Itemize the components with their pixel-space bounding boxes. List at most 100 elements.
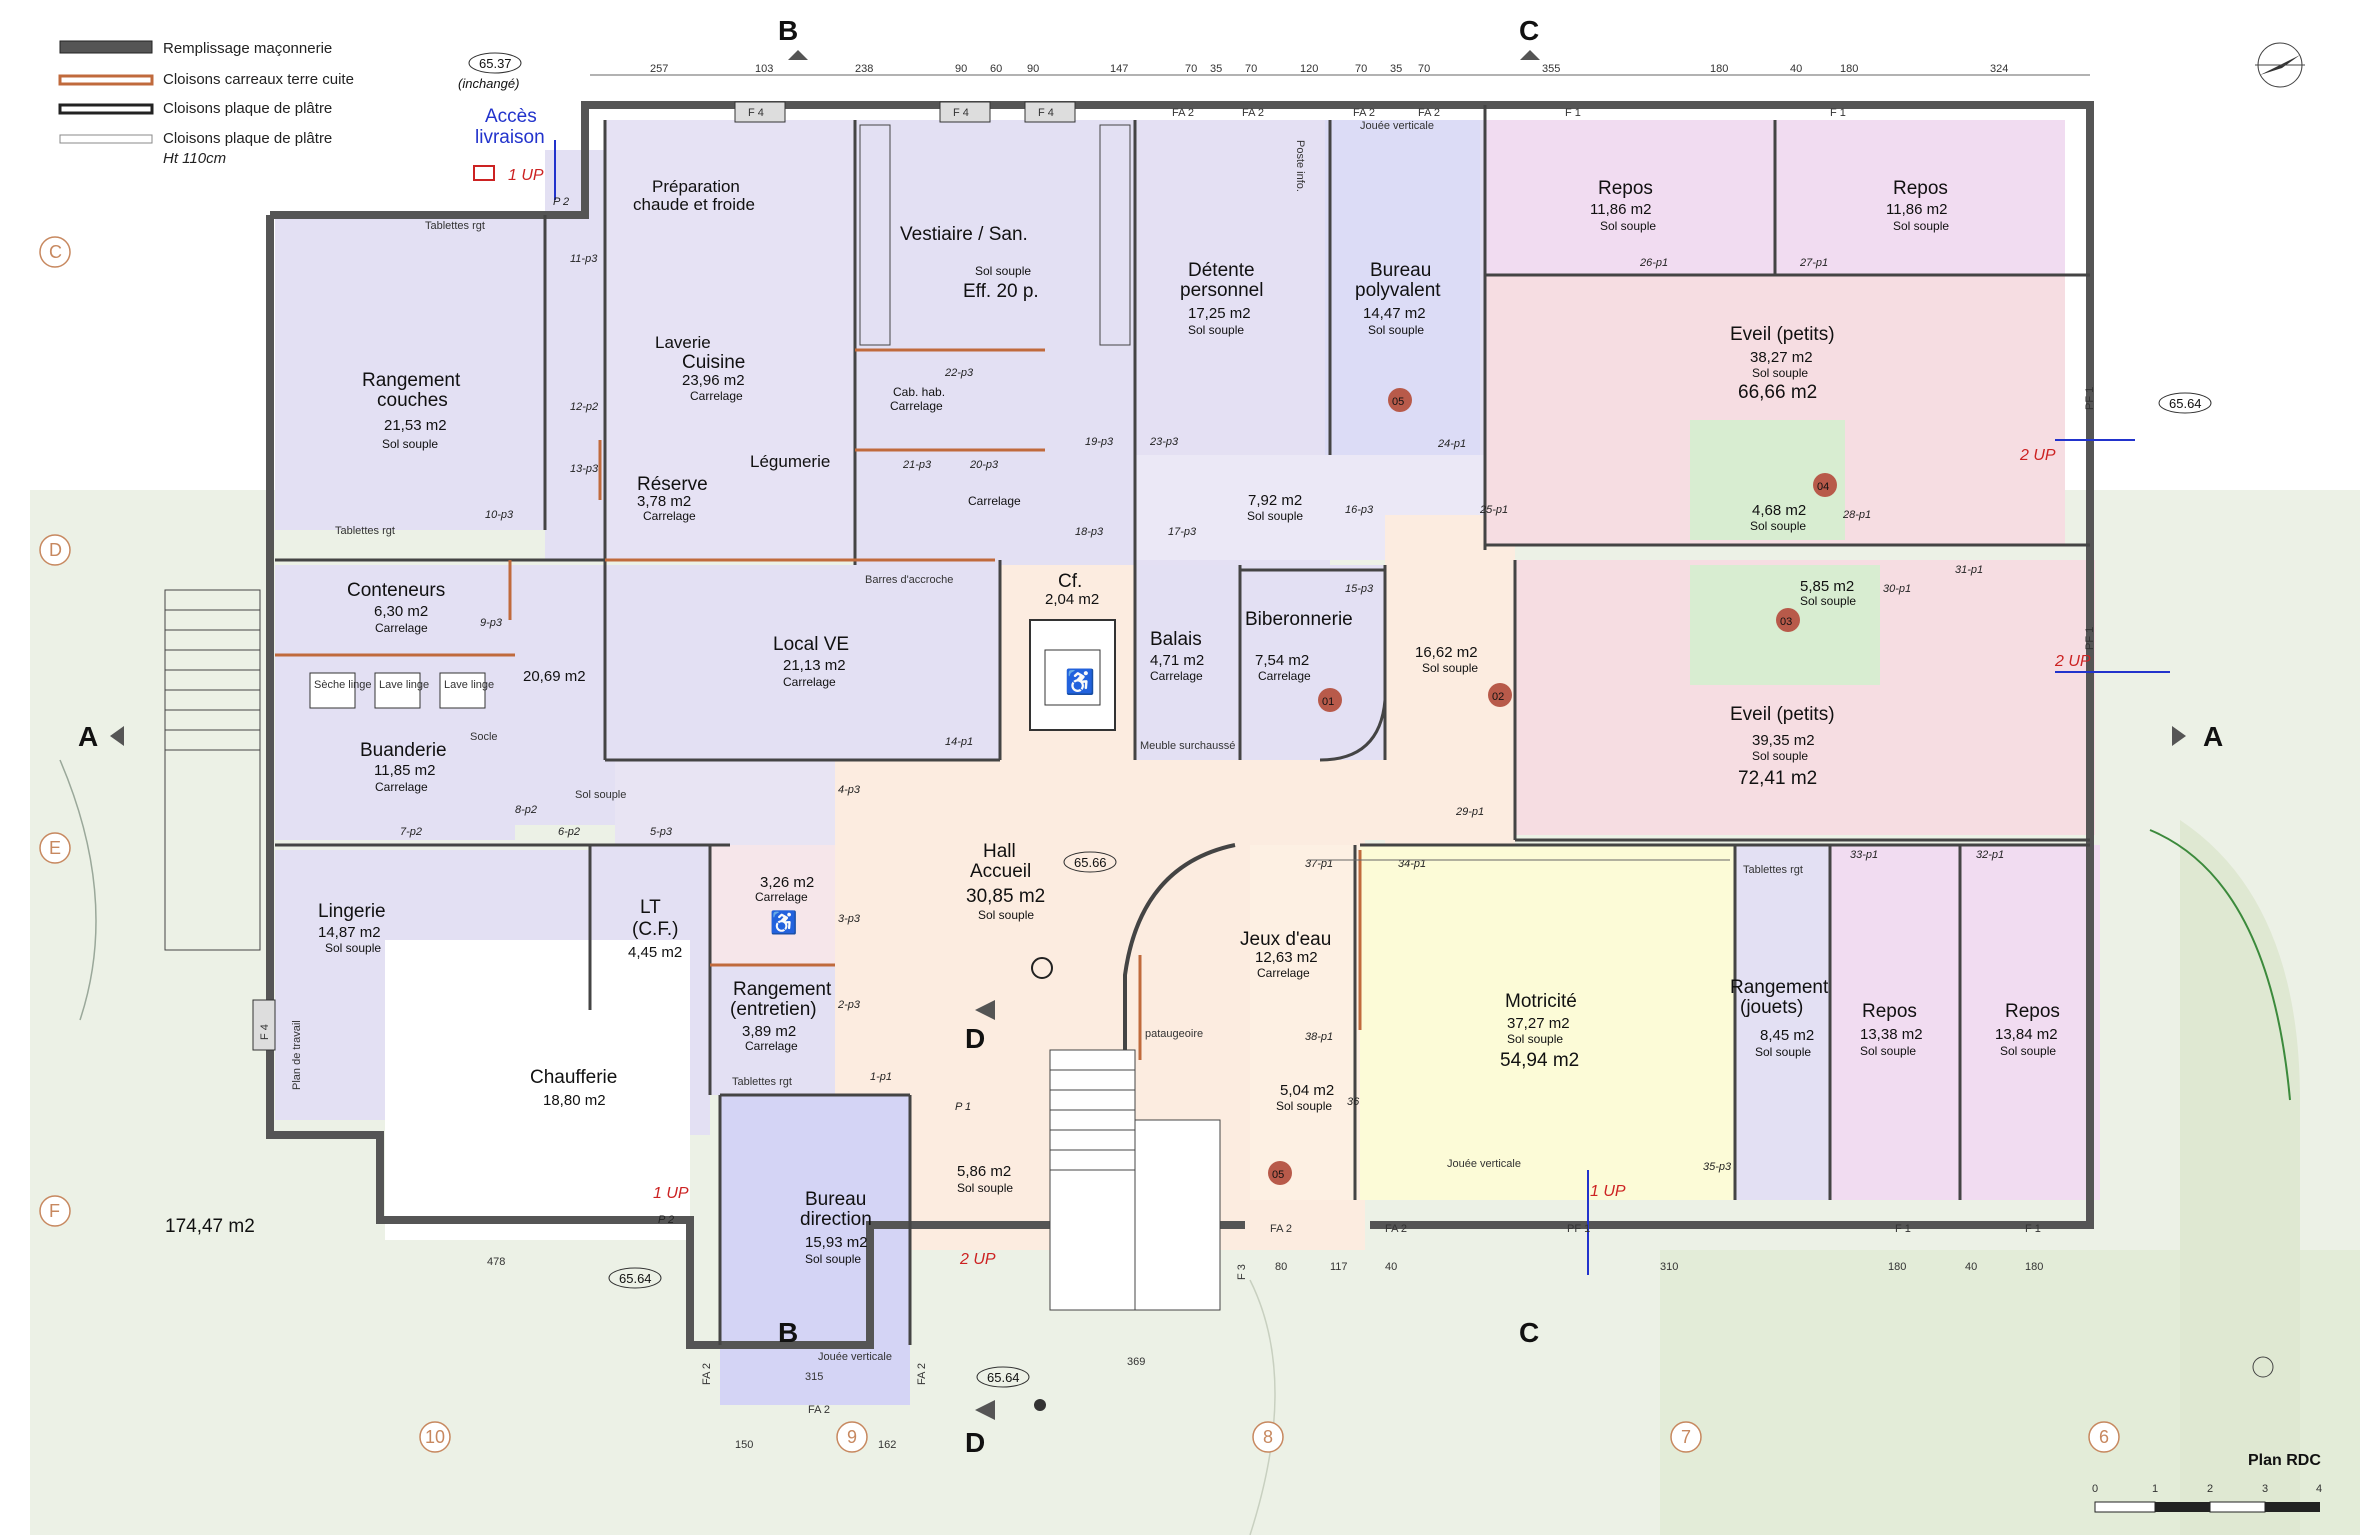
stairs-kitchen	[859, 124, 1131, 346]
svg-text:Sol souple: Sol souple	[1507, 1032, 1563, 1046]
annotations: Tablettes rgt Tablettes rgt Tablettes rg…	[291, 120, 1803, 1363]
section-mark-c: C	[1519, 1317, 1539, 1348]
room-preparation: Préparation chaude et froide	[633, 177, 755, 214]
svg-text:PF 1: PF 1	[1567, 1223, 1590, 1235]
svg-text:324: 324	[1990, 63, 2008, 75]
svg-text:70: 70	[1418, 63, 1430, 75]
svg-text:Sol souple: Sol souple	[1800, 594, 1856, 608]
svg-text:40: 40	[1385, 1261, 1397, 1273]
svg-text:70: 70	[1355, 63, 1367, 75]
svg-text:F 3: F 3	[1236, 1264, 1248, 1280]
room-rangement-jouets: Rangement (jouets) 8,45 m2 Sol souple	[1730, 977, 1829, 1059]
fixture-label: Sèche linge	[314, 679, 372, 691]
svg-text:34-p1: 34-p1	[1398, 858, 1426, 870]
dimensions-top	[590, 74, 2090, 861]
svg-text:Socle: Socle	[470, 731, 498, 743]
svg-text:4-p3: 4-p3	[838, 784, 861, 796]
svg-text:238: 238	[855, 63, 873, 75]
section-marks: A A B B C C D D	[78, 15, 2223, 1458]
svg-text:30,85 m2: 30,85 m2	[966, 886, 1045, 907]
svg-text:Balais: Balais	[1150, 629, 1202, 650]
svg-text:38-p1: 38-p1	[1305, 1031, 1333, 1043]
svg-text:16,62 m2: 16,62 m2	[1415, 644, 1478, 661]
svg-text:24-p1: 24-p1	[1437, 438, 1466, 450]
svg-text:FA 2: FA 2	[1172, 107, 1194, 119]
room-sas-entree: 5,86 m2 Sol souple	[957, 1163, 1013, 1195]
svg-text:21-p3: 21-p3	[902, 459, 932, 471]
svg-text:Sol souple: Sol souple	[1368, 323, 1424, 337]
svg-text:Rangement: Rangement	[362, 370, 461, 391]
section-mark-a: A	[78, 721, 98, 752]
north-arrow-icon	[2255, 42, 2305, 88]
svg-text:Réserve: Réserve	[637, 474, 708, 495]
room-rangement-entretien: Rangement (entretien) 3,89 m2 Carrelage	[730, 979, 832, 1053]
level-value: 65.64	[2169, 396, 2202, 411]
svg-text:80: 80	[1275, 1261, 1287, 1273]
svg-text:pataugeoire: pataugeoire	[1145, 1028, 1203, 1040]
svg-text:Sol souple: Sol souple	[1752, 749, 1808, 763]
room-lingerie: Lingerie 14,87 m2 Sol souple	[318, 901, 386, 955]
svg-text:30-p1: 30-p1	[1883, 583, 1911, 595]
svg-text:29-p1: 29-p1	[1455, 806, 1484, 818]
svg-text:37-p1: 37-p1	[1305, 858, 1333, 870]
room-buanderie: Buanderie 11,85 m2 Carrelage	[360, 740, 447, 794]
room-wc-hall: 3,26 m2 Carrelage	[755, 874, 814, 904]
curved-wall	[1123, 843, 1236, 1060]
svg-text:2,04 m2: 2,04 m2	[1045, 591, 1099, 608]
svg-text:FA 2: FA 2	[701, 1363, 713, 1385]
svg-text:F 1: F 1	[1830, 107, 1846, 119]
svg-text:150: 150	[735, 1439, 753, 1451]
fixtures: Sèche linge Lave linge Lave linge ♿ ♿	[309, 619, 2274, 1411]
room-detente: Détente personnel 17,25 m2 Sol souple	[1180, 260, 1263, 337]
room-repos-3: Repos 13,38 m2 Sol souple	[1860, 1001, 1923, 1058]
svg-text:Sol souple: Sol souple	[382, 437, 438, 451]
level-marks: 65.37 (inchangé) 65.64 65.66 65.64 65.64	[458, 52, 2212, 1388]
svg-text:F 4: F 4	[953, 107, 969, 119]
svg-text:P 1: P 1	[955, 1101, 971, 1113]
svg-text:P 2: P 2	[553, 196, 569, 208]
section-mark-c: C	[1519, 15, 1539, 46]
svg-text:Jouée verticale: Jouée verticale	[818, 1351, 892, 1363]
room-fills	[275, 120, 2100, 1405]
svg-text:couches: couches	[377, 390, 448, 411]
svg-text:1-p1: 1-p1	[870, 1071, 892, 1083]
svg-text:10-p3: 10-p3	[485, 509, 514, 521]
room-rangement-couches: Rangement couches 21,53 m2 Sol souple	[362, 370, 461, 451]
svg-text:19-p3: 19-p3	[1085, 436, 1114, 448]
legend-item-terracotta: Cloisons carreaux terre cuite	[163, 71, 354, 88]
svg-text:147: 147	[1110, 63, 1128, 75]
svg-text:14,47 m2: 14,47 m2	[1363, 305, 1426, 322]
room-couloir-ouest: 20,69 m2	[523, 668, 586, 685]
svg-text:33-p1: 33-p1	[1850, 849, 1878, 861]
room-carrelage-wc: Carrelage	[968, 494, 1021, 508]
wheelchair-icon: ♿	[770, 910, 797, 935]
svg-text:355: 355	[1542, 63, 1560, 75]
scale-tick: 4	[2316, 1483, 2322, 1495]
section-mark-d: D	[965, 1023, 985, 1054]
scale-tick: 3	[2262, 1483, 2268, 1495]
svg-text:5-p3: 5-p3	[650, 826, 673, 838]
svg-text:13-p3: 13-p3	[570, 463, 599, 475]
svg-text:Sol souple: Sol souple	[1188, 323, 1244, 337]
svg-text:Sol souple: Sol souple	[1750, 519, 1806, 533]
room-reserve: Réserve 3,78 m2 Carrelage	[637, 474, 708, 523]
svg-text:Carrelage: Carrelage	[890, 399, 943, 413]
grid-number: 9	[847, 1427, 857, 1447]
grid-number: 6	[2099, 1427, 2109, 1447]
terracotta-partitions	[275, 348, 1362, 1060]
svg-text:Accueil: Accueil	[970, 861, 1031, 882]
svg-text:Vestiaire / San.: Vestiaire / San.	[900, 224, 1028, 245]
svg-text:Sol souple: Sol souple	[2000, 1044, 2056, 1058]
svg-text:FA 2: FA 2	[916, 1363, 928, 1385]
svg-text:Chaufferie: Chaufferie	[530, 1067, 617, 1088]
svg-text:5,04 m2: 5,04 m2	[1280, 1082, 1334, 1099]
svg-text:personnel: personnel	[1180, 280, 1263, 301]
room-conteneurs: Conteneurs 6,30 m2 Carrelage	[347, 580, 445, 635]
section-mark-b: B	[778, 15, 798, 46]
room-cab-hab: Cab. hab. Carrelage	[890, 385, 945, 413]
svg-text:6-p2: 6-p2	[558, 826, 580, 838]
grid-number: 10	[425, 1427, 445, 1447]
room-laverie: Laverie	[655, 333, 711, 352]
svg-text:11,86 m2: 11,86 m2	[1886, 201, 1947, 218]
svg-text:103: 103	[755, 63, 773, 75]
